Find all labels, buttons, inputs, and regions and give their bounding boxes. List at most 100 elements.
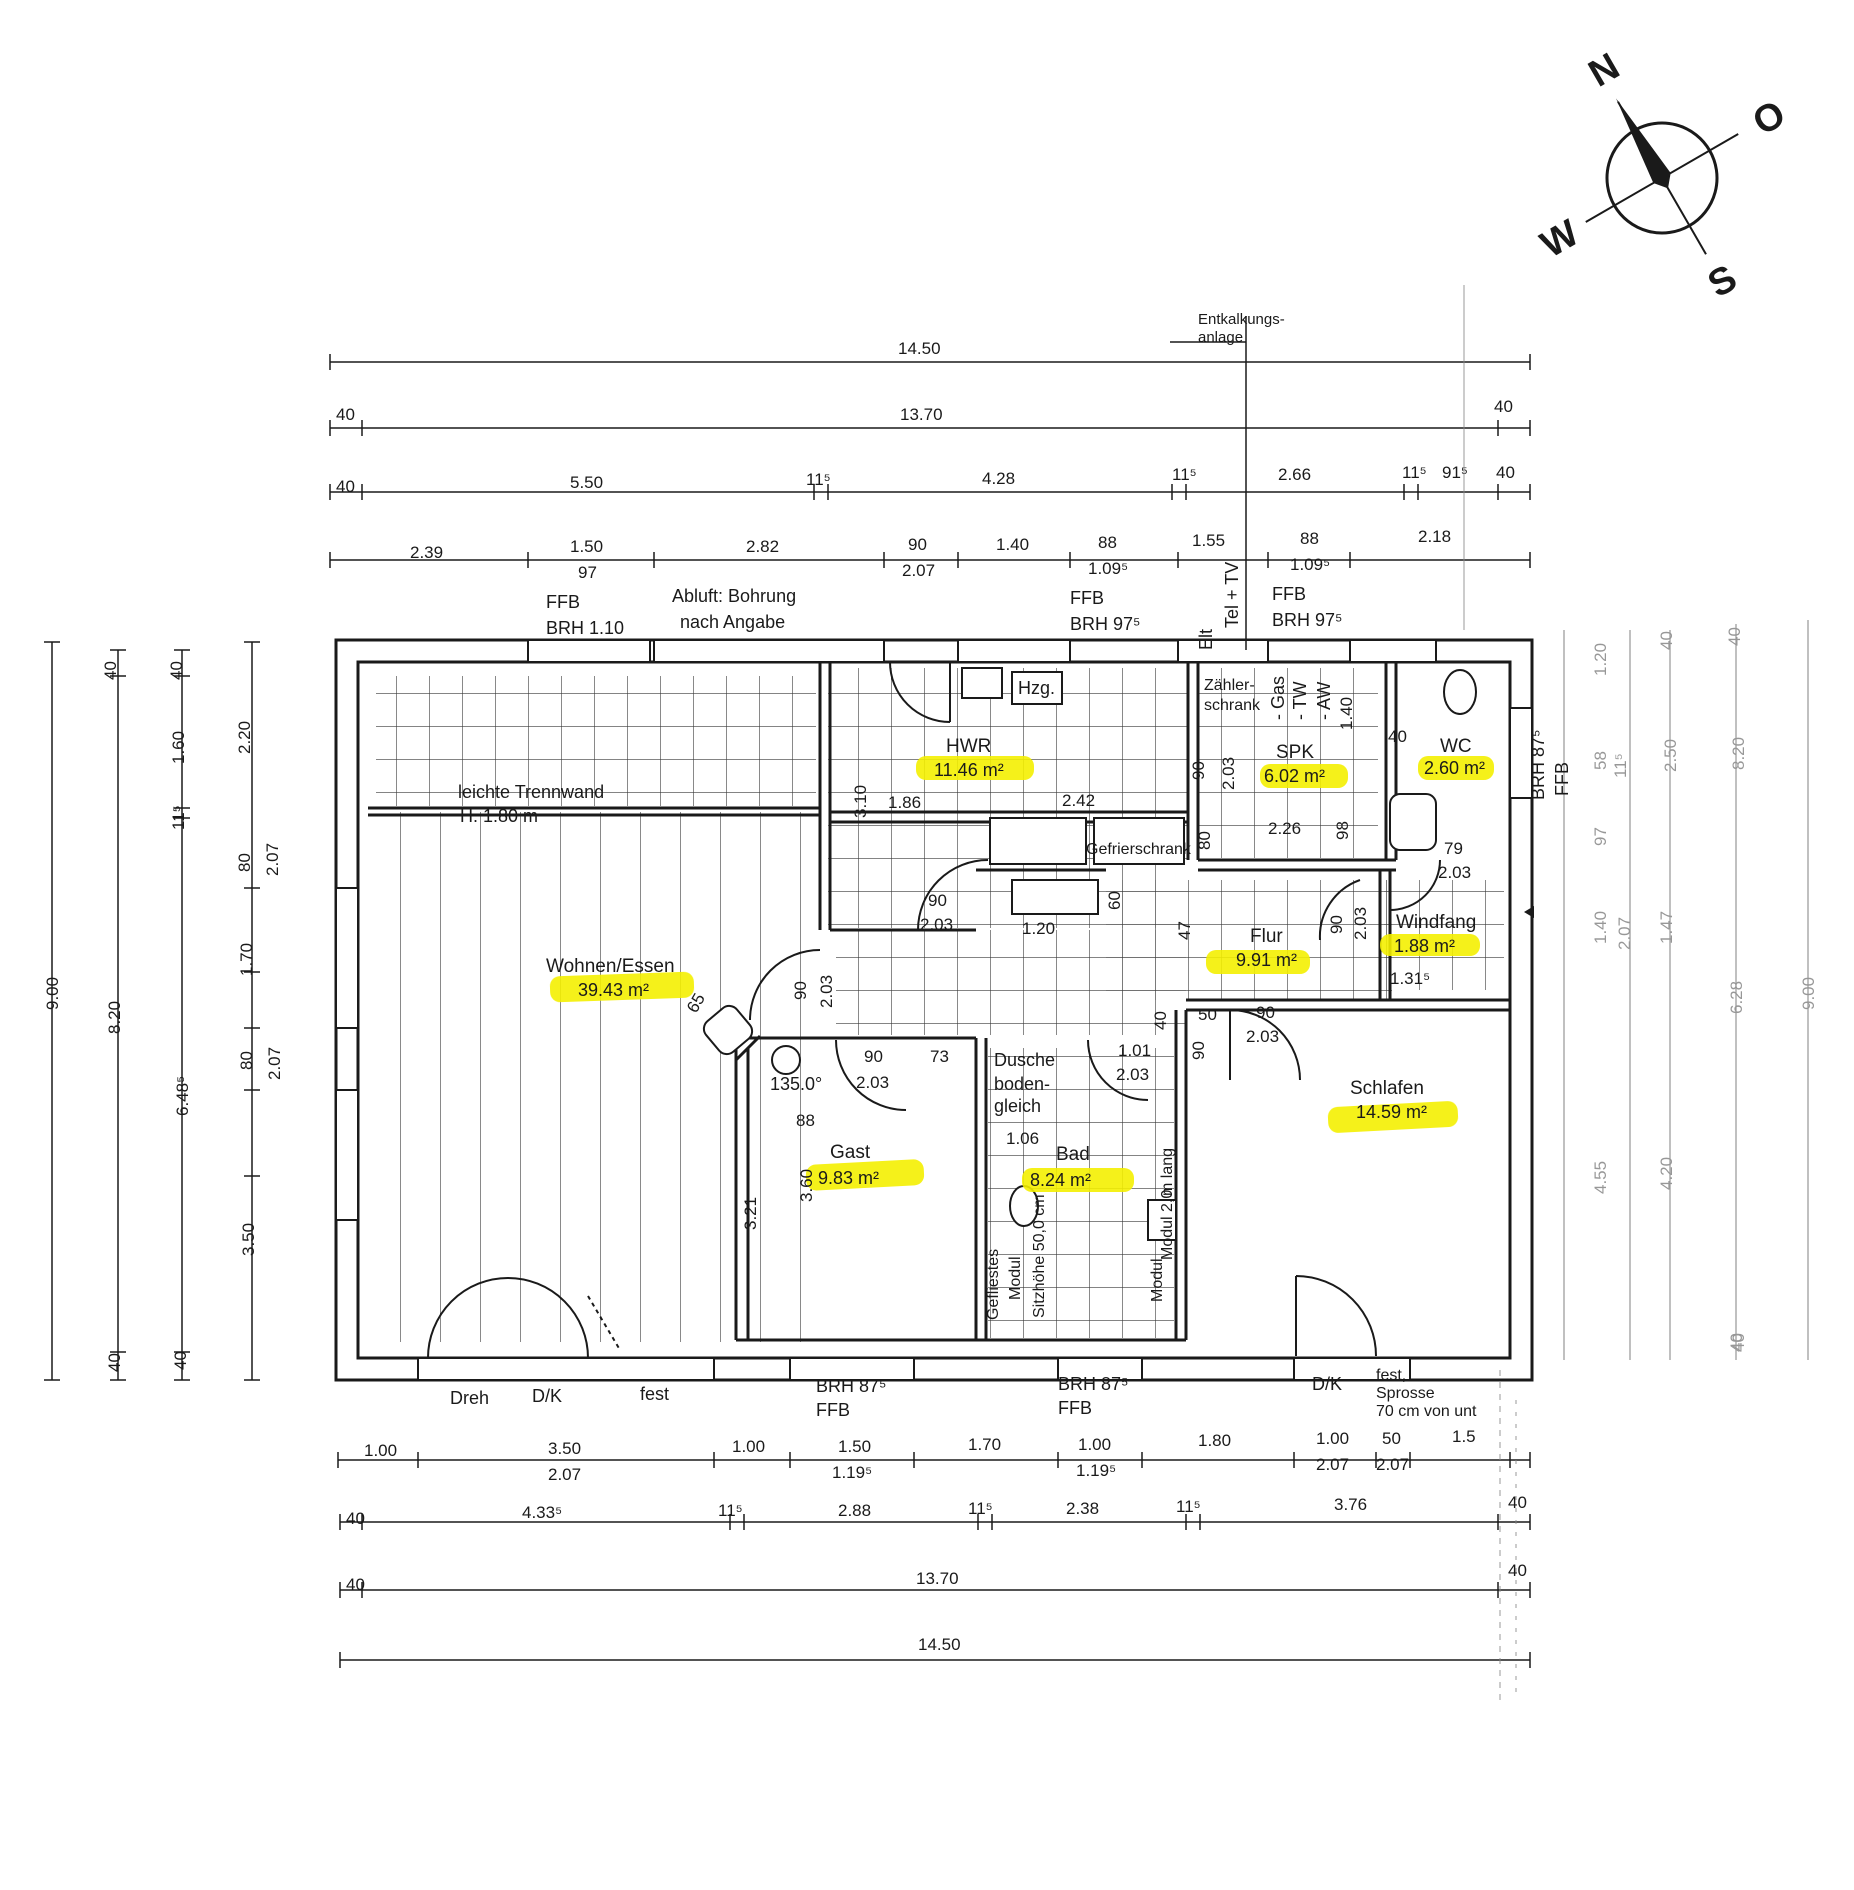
dim-top-r2-1: 13.70 (900, 405, 943, 424)
dim-left-c3-4: 40 (171, 1351, 190, 1370)
right-dimension-chains: 1.20 58 97 1.40 4.55 11⁵ 2.07 1.47 4.20 … (1563, 620, 1818, 1360)
window-living-top-2 (653, 639, 885, 663)
dim-top-r4-3a: 90 (908, 535, 927, 554)
dim-left-c1-0: 9.00 (43, 977, 62, 1010)
freezer (1093, 817, 1185, 865)
plan-notes: FFB BRH 1.10 Abluft: Bohrung nach Angabe… (450, 311, 1572, 1420)
dim-47: 47 (1175, 921, 1194, 940)
note-tw: - TW (1290, 681, 1310, 720)
room-area-flur: 9.91 m² (1236, 950, 1297, 970)
dryer (1011, 879, 1099, 915)
dim-left-c4-4: 80 (237, 1051, 256, 1070)
door-terrace (417, 1357, 715, 1381)
bottom-dimension-chains: 1.00 3.50 2.07 1.00 1.50 1.19⁵ 1.70 1.00… (337, 1427, 1531, 1668)
note-abluft-1: Abluft: Bohrung (672, 586, 796, 606)
dim-left-c2-0: 40 (101, 661, 120, 680)
room-name-gast: Gast (830, 1142, 871, 1163)
dim-bot-r1-0a: 1.00 (364, 1441, 397, 1460)
dim-right-c2-2: 1.47 (1657, 911, 1676, 944)
dim-top-r2-2: 40 (1494, 397, 1513, 416)
dim-90-b: 90 (928, 891, 947, 910)
dim-bot-r3-1: 13.70 (916, 1569, 959, 1588)
window-bad (1057, 1357, 1143, 1381)
room-name-schlafen: Schlafen (1350, 1078, 1424, 1099)
floor-tiles-flur (1106, 880, 1392, 1000)
note-brh875-right-1: BRH 87⁵ (1528, 730, 1548, 801)
room-area-wc: 2.60 m² (1424, 758, 1485, 778)
note-abluft-2: nach Angabe (680, 612, 785, 632)
dim-203-a: 2.03 (1219, 757, 1238, 790)
dim-left-c3-3: 6.48⁵ (173, 1076, 192, 1116)
dim-top-r4-5b: 1.09⁵ (1088, 559, 1128, 578)
note-bad-1: Gefliestes (985, 1249, 1002, 1320)
room-name-bad: Bad (1056, 1144, 1090, 1165)
dim-bot-r2-1: 4.33⁵ (522, 1503, 562, 1522)
dim-bot-r2-8: 40 (1508, 1493, 1527, 1512)
room-name-spk: SPK (1276, 742, 1314, 763)
dim-80-h: 80 (1195, 831, 1214, 850)
note-dusche-1: Dusche (994, 1050, 1055, 1070)
dim-203-g: 2.03 (1116, 1065, 1149, 1084)
dim-right-c4-1: 8.20 (1729, 737, 1748, 770)
dim-top-r3-0: 40 (336, 477, 355, 496)
door-swing-wc (1389, 859, 1441, 911)
note-brh875-b1: BRH 87⁵ (816, 1376, 887, 1396)
note-fest-right-2: Sprosse (1376, 1385, 1435, 1402)
note-trennwand-2: H. 1.80 m (460, 806, 538, 826)
dim-right-c3-1: 2.50 (1661, 739, 1680, 772)
dim-bot-r1-5b: 1.19⁵ (1076, 1461, 1116, 1480)
floor-boards-living (376, 812, 816, 1342)
dim-bot-r2-7: 3.76 (1334, 1495, 1367, 1514)
bottom-dimension-ticks (337, 1452, 1531, 1668)
dim-top-r4-2a: 2.82 (746, 537, 779, 556)
window-wc (1349, 639, 1437, 663)
dim-right-c3-0: 40 (1657, 631, 1676, 650)
dim-right-c1-1: 58 (1591, 751, 1610, 770)
note-dreh: Dreh (450, 1388, 489, 1408)
dim-79: 79 (1444, 839, 1463, 858)
note-gas: - Gas (1268, 676, 1288, 720)
dim-bot-r1-7a: 1.00 (1316, 1429, 1349, 1448)
dim-top-r4-6a: 1.55 (1192, 531, 1225, 550)
room-area-spk: 6.02 m² (1264, 766, 1325, 786)
dim-90-a: 90 (1189, 761, 1208, 780)
dim-1-06: 1.06 (1006, 1129, 1039, 1148)
window-hwr (957, 639, 1071, 663)
dim-bot-r3-0: 40 (346, 1575, 365, 1594)
dim-40-b: 40 (1151, 1011, 1170, 1030)
note-trennwand-1: leichte Trennwand (458, 782, 604, 802)
dim-right-c1-3: 1.40 (1591, 911, 1610, 944)
dim-right-c1-2: 97 (1591, 827, 1610, 846)
dim-3-10: 3.10 (851, 785, 870, 818)
note-ffb-2: FFB (1070, 588, 1104, 608)
dim-right-c3-2: 6.28 (1727, 981, 1746, 1014)
note-fest-right-1: fest, (1376, 1367, 1406, 1384)
note-ffb-1: FFB (546, 592, 580, 612)
dim-top-r3-2: 11⁵ (806, 470, 831, 489)
dim-bot-r2-5: 2.38 (1066, 1499, 1099, 1518)
dim-left-c4-6: 3.50 (239, 1223, 258, 1256)
note-entkalkung-2: anlage (1198, 329, 1243, 346)
dim-90-d: 90 (1256, 1003, 1275, 1022)
door-swing-windfang (1318, 879, 1361, 941)
room-area-bad: 8.24 m² (1030, 1170, 1091, 1190)
note-elt: Elt (1196, 629, 1216, 650)
dim-50: 50 (1198, 1005, 1217, 1024)
room-name-hwr: HWR (946, 736, 991, 757)
note-bad-4: m lang (1159, 1148, 1176, 1196)
note-brh975-b: BRH 97⁵ (1272, 610, 1343, 630)
dim-left-c4-0: 2.20 (235, 721, 254, 754)
inner-dimensions: 1.86 2.42 3.10 90 2.03 90 2.03 1.20 60 4… (683, 697, 1471, 1230)
dim-left-c4-1: 80 (235, 853, 254, 872)
dim-bot-r1-1a: 3.50 (548, 1439, 581, 1458)
dim-90-g: 90 (1189, 1041, 1208, 1060)
dim-1-40: 1.40 (1337, 697, 1356, 730)
dim-top-r4-5a: 88 (1098, 533, 1117, 552)
dim-top-r4-7a: 88 (1300, 529, 1319, 548)
window-spk (1177, 639, 1269, 663)
window-living-top (527, 639, 651, 663)
dim-right-c2-0: 11⁵ (1611, 753, 1630, 778)
dim-203-w: 2.03 (1438, 863, 1471, 882)
dim-left-c3-2: 11⁵ (169, 805, 188, 830)
